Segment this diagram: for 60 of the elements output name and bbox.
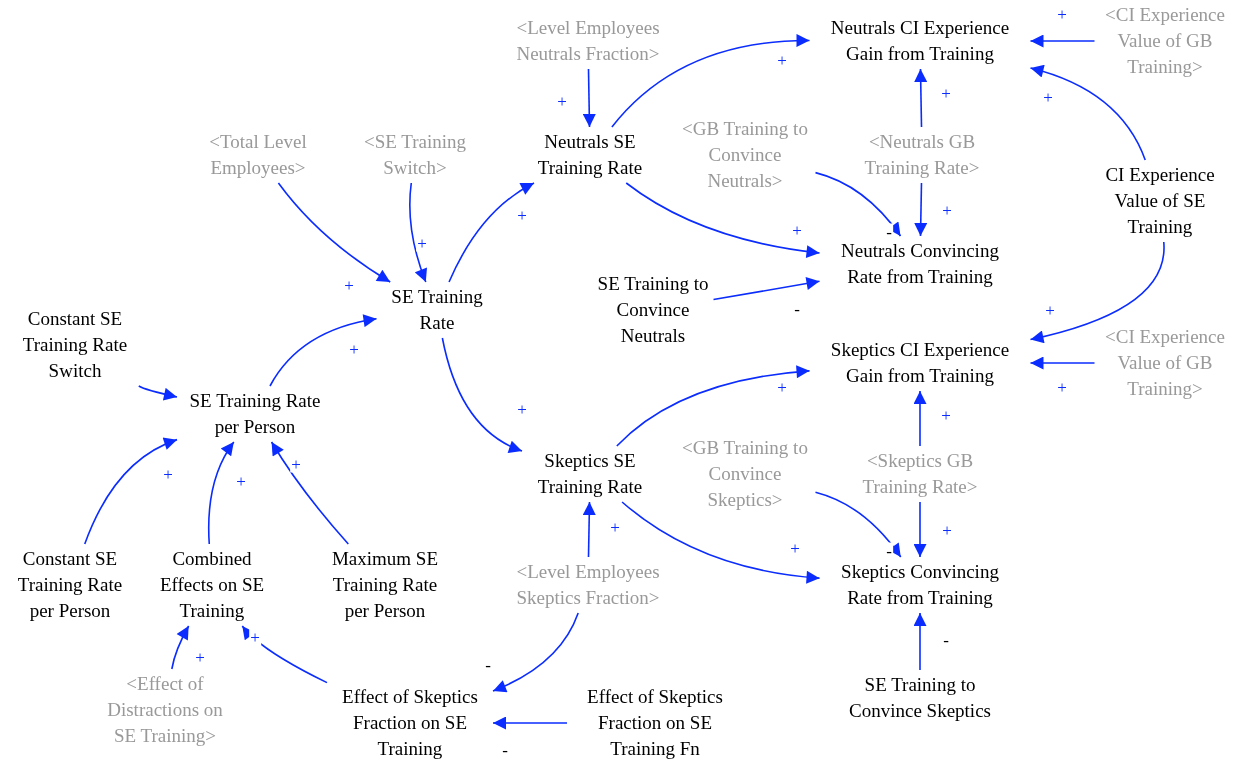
variable-name: <CI Experience Value of GB Training>	[1097, 2, 1233, 80]
causal-arrow	[814, 171, 902, 237]
variable-name: Constant SE Training Rate Switch	[12, 306, 138, 384]
variable-name: <Level Employees Skeptics Fraction>	[495, 559, 681, 611]
variable-name: SE Training to Convince Skeptics	[837, 672, 1003, 724]
variable-name: <Effect of Distractions on SE Training>	[95, 671, 235, 749]
variable-name: <Total Level Employees>	[193, 129, 323, 181]
causal-arrow	[83, 438, 178, 545]
causal-arrow	[625, 182, 821, 258]
causal-arrow	[207, 441, 235, 545]
causal-arrow	[914, 182, 928, 237]
causal-arrow	[913, 501, 927, 558]
causal-arrow	[448, 182, 535, 283]
causal-arrow	[270, 441, 350, 545]
causal-arrow	[712, 277, 821, 301]
variable-name: SE Training to Convince Neutrals	[595, 271, 711, 349]
polarity-sign: +	[249, 628, 261, 646]
causal-arrow	[1029, 65, 1147, 161]
variable-name: Neutrals SE Training Rate	[525, 129, 655, 181]
causal-arrow	[441, 337, 523, 453]
causal-arrow	[138, 385, 178, 401]
causal-arrow	[582, 501, 596, 558]
variable-name: Constant SE Training Rate per Person	[7, 546, 133, 624]
causal-arrow	[492, 716, 568, 730]
variable-name: <SE Training Switch>	[350, 129, 480, 181]
causal-arrow	[913, 612, 927, 671]
variable-name: Skeptics CI Experience Gain from Training	[812, 337, 1028, 389]
variable-name: <Skeptics GB Training Rate>	[847, 448, 993, 500]
variable-name: Neutrals CI Experience Gain from Training	[812, 15, 1028, 67]
variable-name: Combined Effects on SE Training	[157, 546, 267, 624]
causal-arrow	[171, 625, 190, 670]
causal-arrow	[611, 34, 811, 128]
variable-name: Skeptics Convincing Rate from Training	[822, 559, 1018, 611]
variable-name: <GB Training to Convince Neutrals>	[677, 116, 813, 194]
variable-name: Neutrals Convincing Rate from Training	[822, 238, 1018, 290]
variable-name: <CI Experience Value of GB Training>	[1097, 324, 1233, 402]
variable-name: SE Training Rate	[379, 284, 495, 336]
causal-arrow	[814, 491, 902, 558]
variable-name: Effect of Skeptics Fraction on SE Training Fn	[570, 684, 740, 762]
variable-name: <Level Employees Neutrals Fraction>	[498, 15, 678, 67]
variable-name: CI Experience Value of SE Training	[1095, 162, 1225, 240]
variable-name: Effect of Skeptics Fraction on SE Training	[330, 684, 490, 762]
variable-name: SE Training Rate per Person	[180, 388, 330, 440]
causal-arrow	[913, 390, 927, 447]
variable-name: Skeptics SE Training Rate	[525, 448, 655, 500]
variable-name: <GB Training to Convince Skeptics>	[677, 435, 813, 513]
causal-arrow	[616, 365, 811, 447]
causal-arrow	[277, 182, 391, 283]
causal-arrow	[1029, 356, 1096, 370]
causal-arrow	[582, 68, 596, 128]
causal-arrow	[492, 612, 579, 692]
causal-arrow	[914, 68, 928, 128]
variable-name: <Neutrals GB Training Rate>	[852, 129, 992, 181]
causal-arrow	[1029, 34, 1096, 48]
causal-arrow	[1029, 241, 1165, 343]
causal-arrow	[241, 625, 328, 684]
variable-name: Maximum SE Training Rate per Person	[320, 546, 450, 624]
causal-arrow	[269, 314, 378, 387]
causal-arrow	[621, 501, 821, 584]
causal-arrow	[409, 182, 428, 283]
